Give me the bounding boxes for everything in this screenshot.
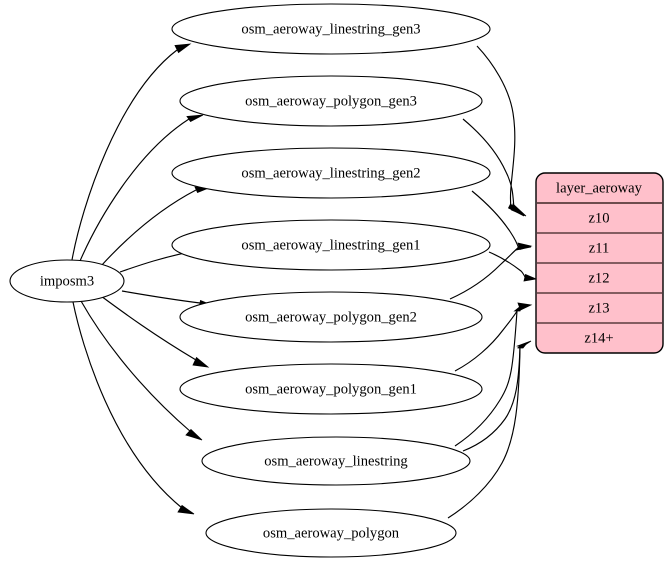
edge-osm_aeroway_linestring-to-z13 xyxy=(454,303,523,447)
node-osm_aeroway_linestring_gen1-shape[interactable] xyxy=(171,219,491,271)
edge-osm_aeroway_linestring-to-z14-curve xyxy=(462,340,532,452)
node-osm_aeroway_polygon_gen2-shape[interactable] xyxy=(179,291,483,343)
layer-table-row-z13-label: z13 xyxy=(588,300,609,316)
node-imposm3-label: imposm3 xyxy=(40,273,94,289)
edge-group-tables-to-layer xyxy=(447,45,538,519)
layer-table-row-z12-label: z12 xyxy=(588,270,609,286)
node-osm_aeroway_linestring[interactable]: osm_aeroway_linestring xyxy=(201,436,471,486)
node-osm_aeroway_linestring_gen2-label: osm_aeroway_linestring_gen2 xyxy=(241,165,420,181)
edge-imposm3-to-osm_aeroway_polygon xyxy=(72,301,195,515)
node-osm_aeroway_polygon_gen3[interactable]: osm_aeroway_polygon_gen3 xyxy=(179,75,483,127)
node-osm_aeroway_linestring_gen3-label: osm_aeroway_linestring_gen3 xyxy=(241,21,420,37)
node-osm_aeroway_polygon_gen3-label: osm_aeroway_polygon_gen3 xyxy=(245,93,417,109)
edge-imposm3-to-osm_aeroway_linestring xyxy=(80,300,203,441)
node-osm_aeroway_polygon_gen3-shape[interactable] xyxy=(179,75,483,127)
layer-table-row-z11-label: z11 xyxy=(589,240,610,256)
layer-table-row-z14-label: z14+ xyxy=(584,330,613,346)
node-osm_aeroway_polygon[interactable]: osm_aeroway_polygon xyxy=(205,508,457,558)
node-osm_aeroway_polygon_gen2[interactable]: osm_aeroway_polygon_gen2 xyxy=(179,291,483,343)
node-osm_aeroway_linestring_gen2[interactable]: osm_aeroway_linestring_gen2 xyxy=(171,147,491,199)
layer-table-title: layer_aeroway xyxy=(556,180,643,196)
edge-osm_aeroway_polygon_gen3-to-z10 xyxy=(462,118,527,217)
edge-osm_aeroway_polygon_gen2-to-z11 xyxy=(449,242,533,300)
edge-osm_aeroway_polygon-to-z14 xyxy=(447,342,528,519)
node-osm_aeroway_polygon_gen1[interactable]: osm_aeroway_polygon_gen1 xyxy=(179,363,483,415)
node-osm_aeroway_polygon_gen2-label: osm_aeroway_polygon_gen2 xyxy=(245,309,417,325)
node-osm_aeroway_linestring_gen1[interactable]: osm_aeroway_linestring_gen1 xyxy=(171,219,491,271)
node-osm_aeroway_linestring_gen1-label: osm_aeroway_linestring_gen1 xyxy=(241,237,420,253)
node-imposm3[interactable]: imposm3 xyxy=(9,259,125,303)
node-imposm3-shape[interactable] xyxy=(9,259,125,303)
node-osm_aeroway_linestring-shape[interactable] xyxy=(201,436,471,486)
edge-imposm3-to-osm_aeroway_linestring_gen3 xyxy=(71,43,192,261)
node-osm_aeroway_linestring_gen2-shape[interactable] xyxy=(171,147,491,199)
node-osm_aeroway_polygon_gen1-shape[interactable] xyxy=(179,363,483,415)
node-osm_aeroway_linestring_gen3-shape[interactable] xyxy=(171,3,491,55)
node-layer_aeroway-table[interactable]: layer_aeroway z10 z11 z12 z13 z14+ xyxy=(535,172,664,354)
layer-table-row-z10-label: z10 xyxy=(588,210,609,226)
edge-imposm3-to-osm_aeroway_polygon_gen1 xyxy=(100,295,210,368)
edge-osm_aeroway_linestring_gen1-to-z12 xyxy=(488,251,538,282)
edge-osm_aeroway_linestring_gen3-to-z10 xyxy=(476,45,525,217)
node-osm_aeroway_polygon-label: osm_aeroway_polygon xyxy=(263,525,400,541)
edge-imposm3-to-osm_aeroway_polygon_gen3 xyxy=(79,114,204,262)
node-osm_aeroway_polygon-shape[interactable] xyxy=(205,508,457,558)
node-osm_aeroway_linestring_gen3[interactable]: osm_aeroway_linestring_gen3 xyxy=(171,3,491,55)
node-osm_aeroway_polygon_gen1-label: osm_aeroway_polygon_gen1 xyxy=(245,381,417,397)
node-osm_aeroway_linestring-label: osm_aeroway_linestring xyxy=(264,453,408,469)
